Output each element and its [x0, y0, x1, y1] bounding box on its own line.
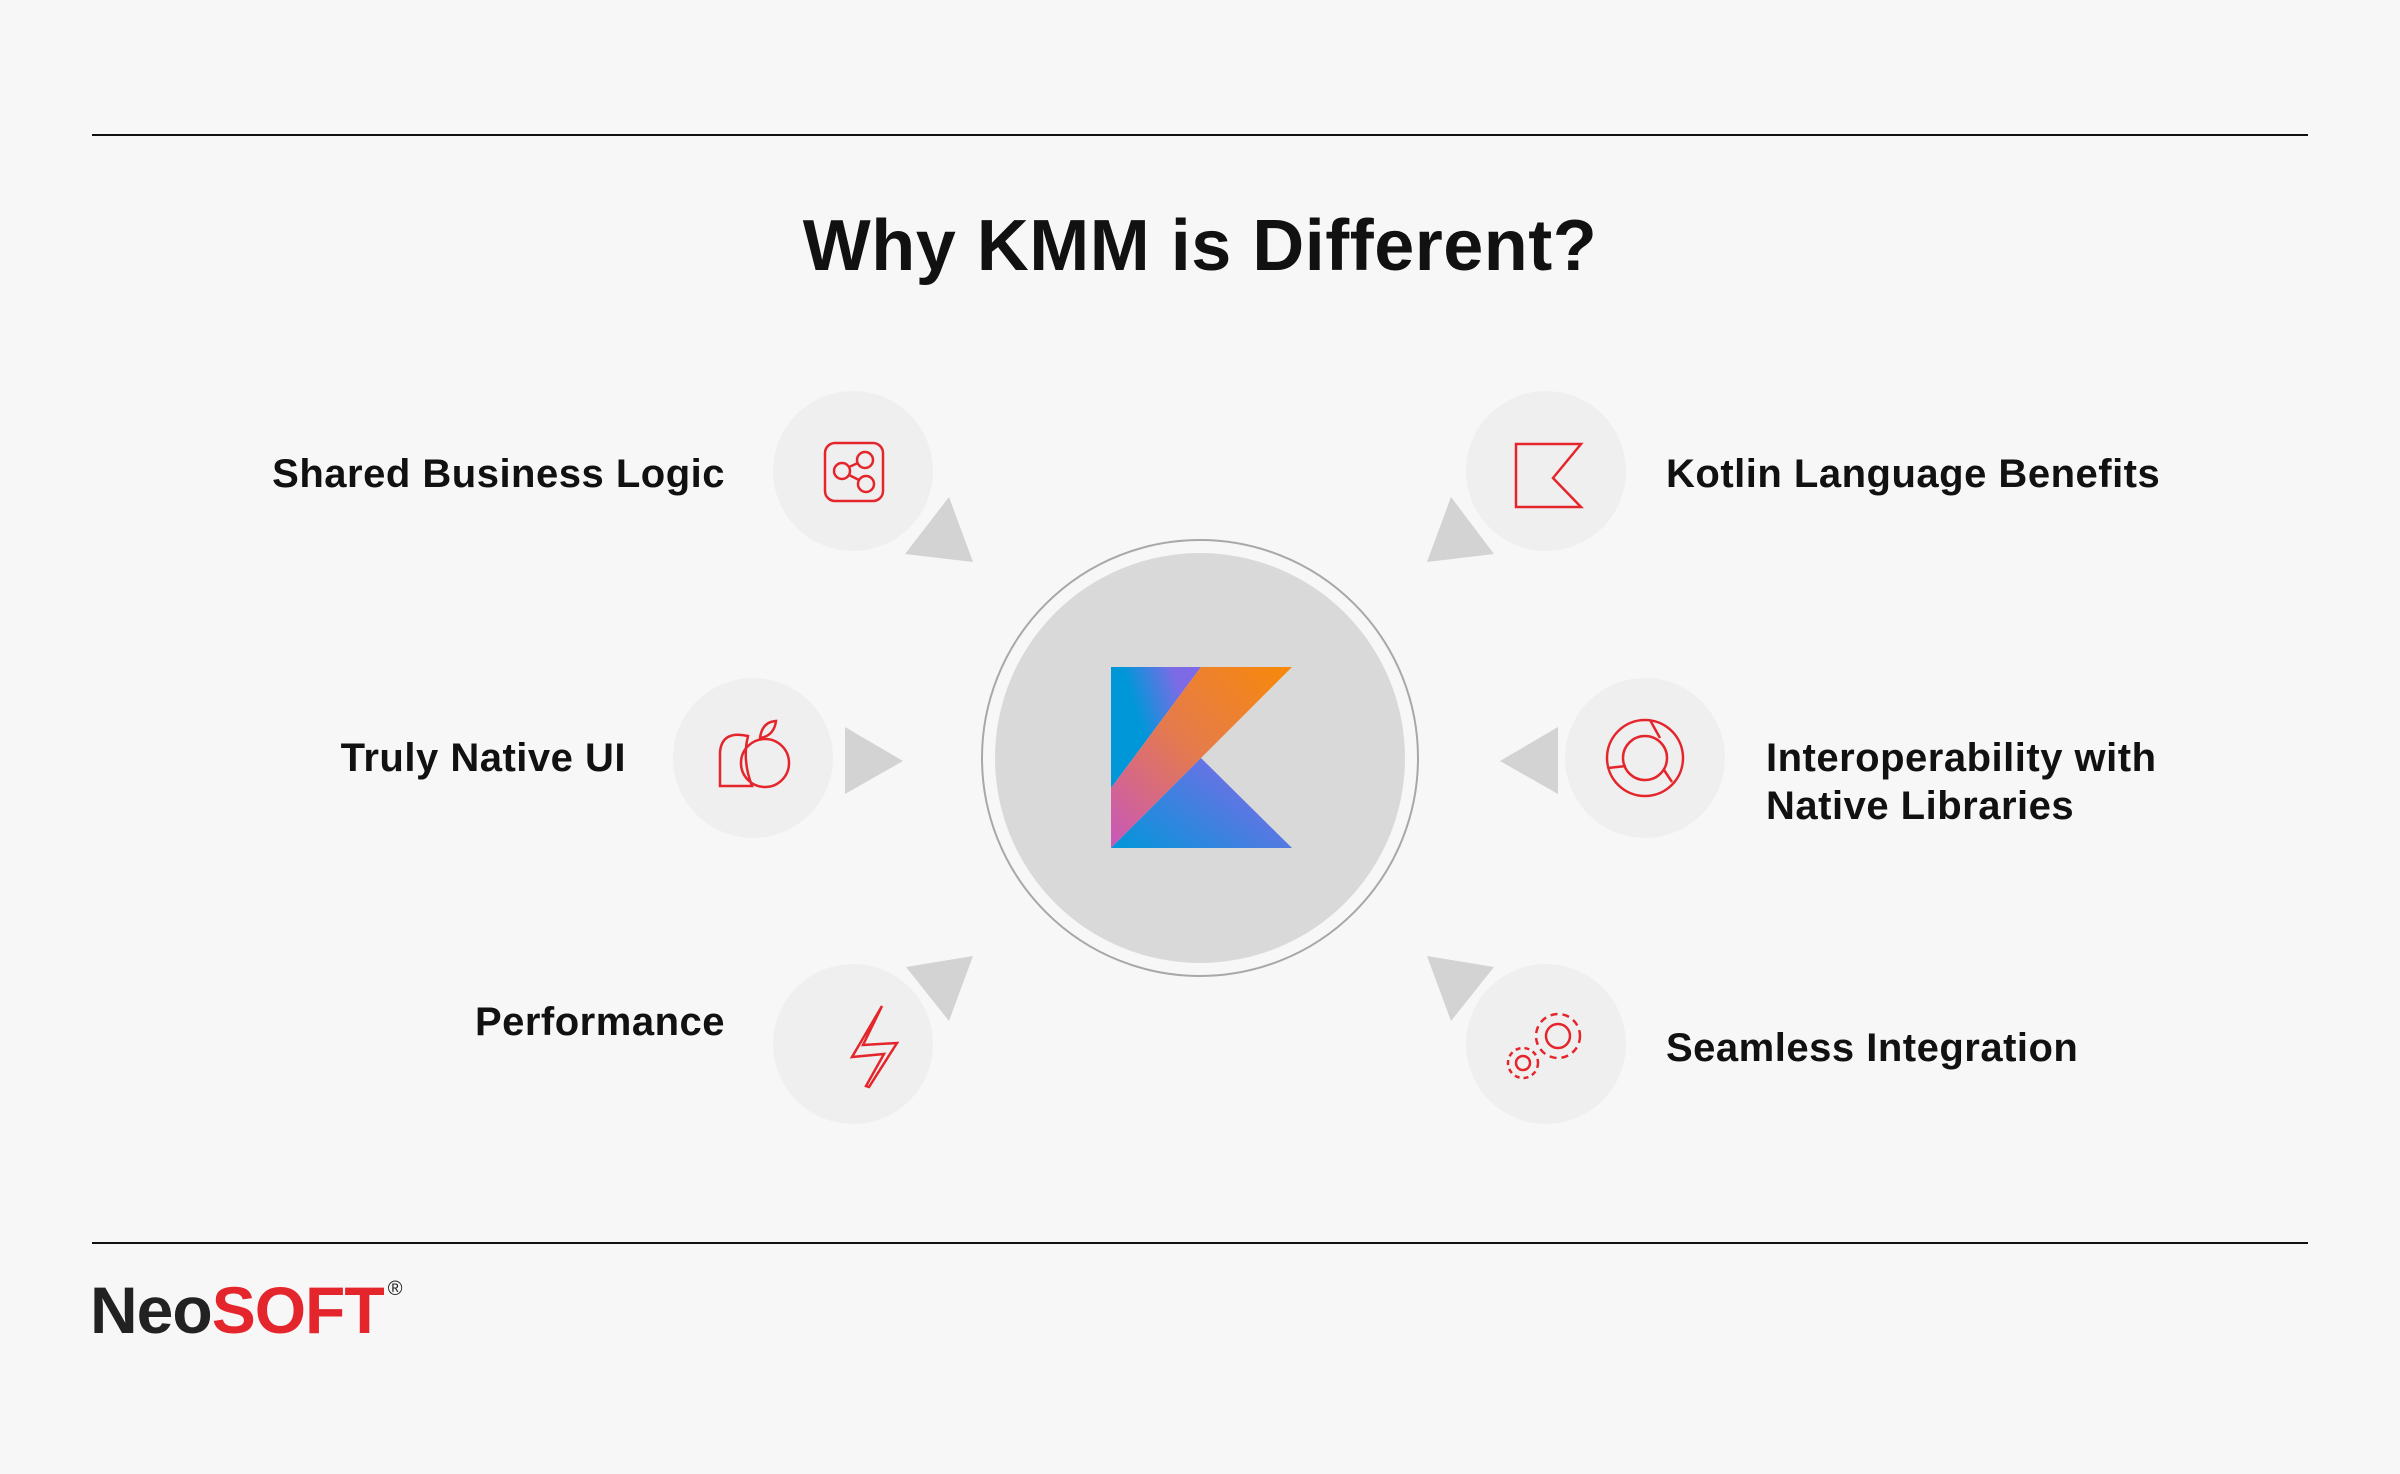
- pointer-seamless: [1427, 956, 1494, 1021]
- bubble-kotlin: [1466, 391, 1626, 551]
- label-interoperability: Interoperability with Native Libraries: [1766, 734, 2157, 830]
- bottom-divider: [92, 1242, 2308, 1244]
- apple-icon: [718, 719, 791, 789]
- bubble-native-ui: [673, 678, 833, 838]
- kotlin-logo: [1111, 667, 1292, 848]
- pointer-native-ui: [845, 727, 903, 794]
- logo-neo: Neo: [90, 1273, 213, 1347]
- pointer-performance: [906, 956, 973, 1021]
- kotlin-k-icon: [1514, 442, 1584, 509]
- pointer-shared: [905, 497, 973, 562]
- registered-mark: ®: [387, 1278, 403, 1300]
- gears-icon: [1506, 1012, 1582, 1080]
- pointer-interop: [1500, 727, 1558, 794]
- bubble-interop: [1565, 678, 1725, 838]
- bubble-shared: [773, 391, 933, 551]
- lightning-icon: [849, 1005, 900, 1089]
- pointer-kotlin: [1427, 497, 1494, 562]
- logo-soft: SOFT: [211, 1273, 385, 1347]
- bubble-seamless: [1466, 964, 1626, 1124]
- bubble-performance: [773, 964, 933, 1124]
- share-nodes-icon: [823, 441, 885, 503]
- cycle-arrows-icon: [1605, 718, 1685, 798]
- label-kotlin-language-benefits: Kotlin Language Benefits: [1666, 452, 2161, 496]
- label-seamless-integration: Seamless Integration: [1666, 1026, 2079, 1070]
- top-divider: [92, 134, 2308, 136]
- label-truly-native-ui: Truly Native UI: [340, 736, 626, 780]
- label-interop-line2: Native Libraries: [1766, 784, 2075, 828]
- neosoft-logo: NeoSOFT®: [90, 1272, 402, 1348]
- label-interop-line1: Interoperability with: [1766, 736, 2157, 780]
- label-performance: Performance: [474, 1000, 725, 1044]
- label-shared-business-logic: Shared Business Logic: [272, 452, 725, 496]
- page-title: Why KMM is Different?: [802, 206, 1598, 286]
